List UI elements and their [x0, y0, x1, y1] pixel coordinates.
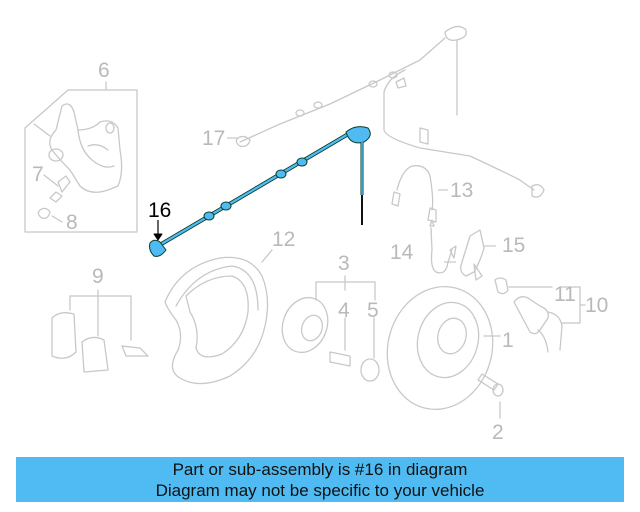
callout-12[interactable]: 12 — [272, 228, 296, 251]
hub-group-3 — [281, 275, 380, 382]
callout-1[interactable]: 1 — [502, 329, 514, 352]
banner-line-part: Part or sub-assembly is #16 in diagram — [172, 460, 468, 479]
callout-5[interactable]: 5 — [367, 299, 379, 322]
callout-15[interactable]: 15 — [502, 234, 526, 257]
caliper-group-6 — [24, 81, 138, 233]
callout-6[interactable]: 6 — [98, 59, 110, 82]
sensor-15 — [460, 229, 485, 281]
callout-9[interactable]: 9 — [92, 265, 104, 288]
banner-line-disclaimer: Diagram may not be specific to your vehi… — [155, 481, 485, 500]
screw-2 — [477, 373, 504, 419]
backing-plate-12 — [164, 249, 273, 385]
brake-rotor-1 — [386, 285, 501, 411]
callout-17[interactable]: 17 — [202, 127, 226, 150]
wheel-speed-sensor-16 — [149, 126, 371, 257]
callout-10[interactable]: 10 — [585, 294, 609, 317]
caliper-carrier-10 — [494, 277, 586, 353]
parts-diagram — [24, 25, 586, 419]
info-banner: Part or sub-assembly is #16 in diagram D… — [16, 457, 624, 502]
callout-8[interactable]: 8 — [66, 211, 78, 234]
callout-4[interactable]: 4 — [338, 299, 350, 322]
brake-hose-13 — [391, 165, 437, 223]
callout-13[interactable]: 13 — [450, 179, 474, 202]
sensor-17 — [235, 25, 545, 198]
brake-pads-9 — [51, 289, 149, 373]
callout-7[interactable]: 7 — [32, 163, 44, 186]
callout-2[interactable]: 2 — [492, 421, 504, 444]
callout-16[interactable]: 16 — [148, 199, 172, 222]
brake-line-14 — [429, 219, 457, 274]
callout-14[interactable]: 14 — [390, 241, 414, 264]
callout-3[interactable]: 3 — [338, 252, 350, 275]
callout-11[interactable]: 11 — [554, 283, 576, 306]
